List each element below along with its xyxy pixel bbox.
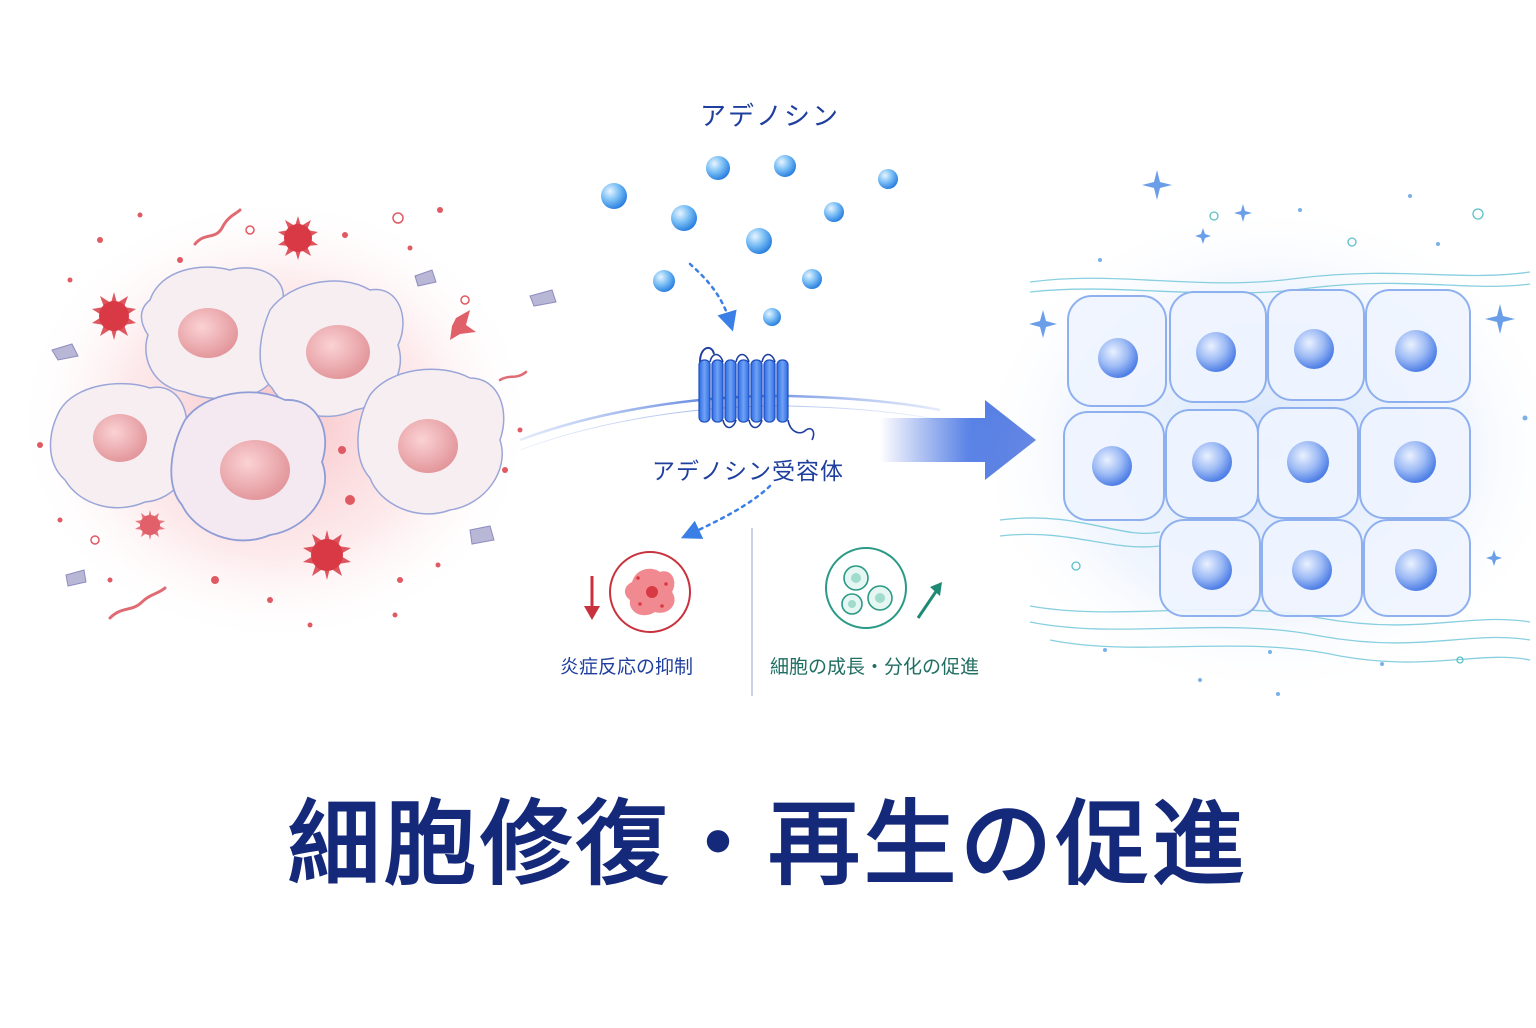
inflamed-tissue [15, 195, 557, 645]
healthy-cell-grid [1063, 289, 1471, 617]
pathogen [278, 216, 318, 260]
inflammation-rings [90, 212, 470, 545]
debris [450, 310, 476, 340]
receptor-label: アデノシン受容体 [652, 459, 844, 485]
adenosine-receptor [698, 346, 815, 441]
bacterium [193, 208, 242, 246]
pathogen [303, 530, 351, 580]
inflammation-particles [37, 207, 523, 628]
pathogen [135, 510, 165, 540]
growth-effect [825, 547, 942, 629]
growth-differentiation-label: 細胞の成長・分化の促進 [770, 656, 980, 678]
debris [51, 269, 557, 587]
sparkle-rings [1071, 208, 1484, 664]
adenosine-molecules [601, 155, 898, 326]
signal-arrow [680, 484, 772, 539]
bacterium [498, 370, 528, 382]
damaged-cell [357, 368, 505, 515]
damaged-cell [140, 266, 293, 400]
damaged-cell [170, 391, 327, 542]
inflammation-suppression-label: 炎症反応の抑制 [560, 656, 694, 678]
sparkle-dots [1098, 194, 1528, 696]
stem-cell-cluster-icon [825, 547, 907, 629]
pathogen [92, 292, 136, 340]
sparkle-icons [1029, 170, 1515, 566]
damaged-cell [259, 280, 404, 418]
arrow-up-icon [916, 582, 942, 619]
inflammation-effect [584, 551, 691, 633]
binding-arrow [688, 262, 737, 332]
adenosine-label: アデノシン [700, 102, 841, 132]
arrow-down-icon [584, 576, 600, 620]
damaged-cell [49, 382, 190, 509]
healthy-tissue [970, 170, 1536, 700]
bacterium [108, 586, 167, 620]
main-title: 細胞修復・再生の促進 [287, 790, 1248, 898]
